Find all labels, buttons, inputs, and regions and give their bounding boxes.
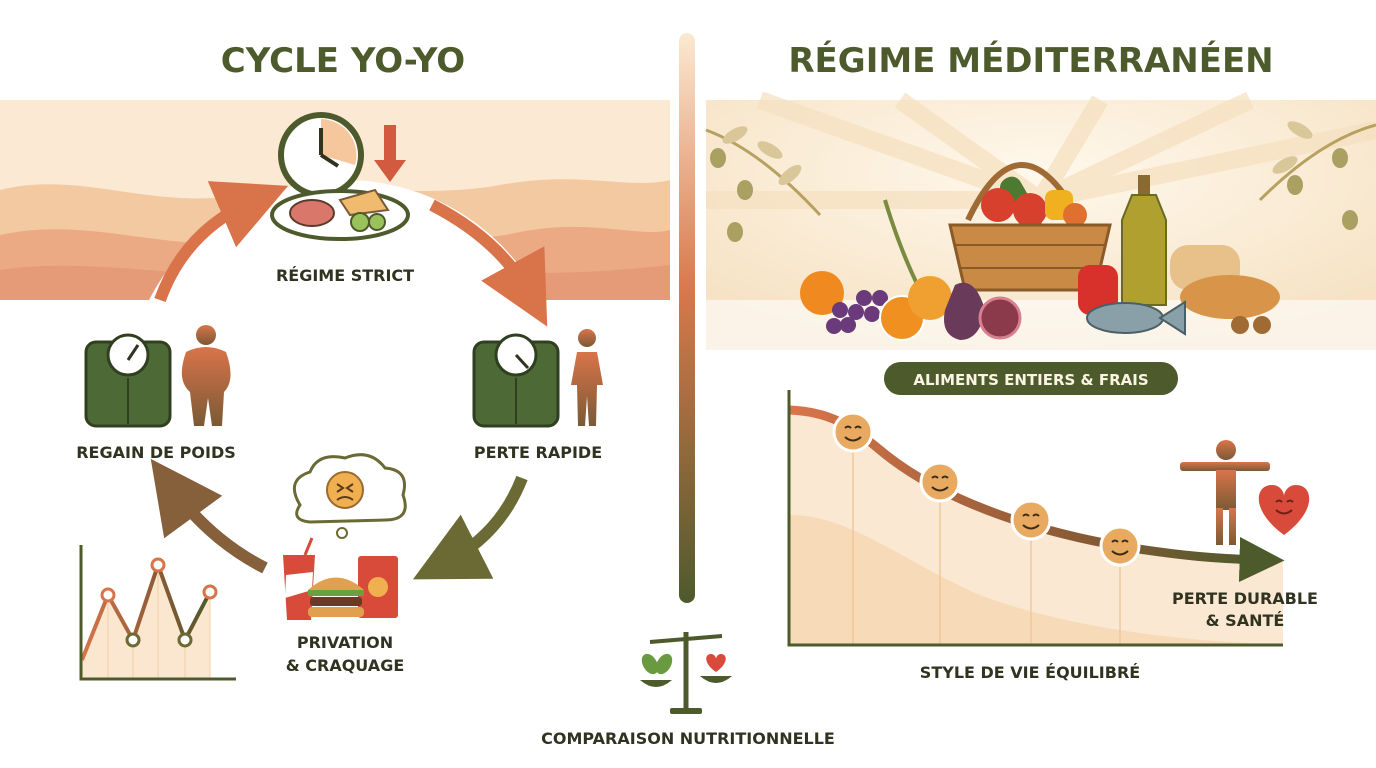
outcome-label-2: & SANTÉ (1206, 611, 1285, 630)
cycle-arrow-right-icon (429, 199, 548, 327)
happy-person-icon (1180, 440, 1270, 545)
scale-icon (84, 333, 172, 428)
olive-branch-left-icon (705, 126, 822, 242)
balance-scale-icon (640, 632, 732, 714)
heavy-person-icon (181, 325, 231, 426)
left-title: CYCLE YO-YO (221, 41, 465, 81)
outcome-label-1: PERTE DURABLE (1172, 589, 1318, 608)
scale-icon (472, 333, 560, 428)
thin-person-icon (571, 329, 603, 426)
heart-icon (1258, 485, 1310, 535)
whole-foods-pill: ALIMENTS ENTIERS & FRAIS (884, 362, 1178, 395)
thought-cloud-icon (292, 453, 407, 539)
down-arrow-icon (374, 125, 406, 182)
stage-label-privation: PRIVATION (297, 633, 393, 652)
comparison-caption: COMPARAISON NUTRITIONNELLE (541, 729, 835, 748)
cycle-arrow-up-icon (154, 181, 289, 303)
chart-axis-label: STYLE DE VIE ÉQUILIBRÉ (920, 663, 1140, 682)
food-basket-icon (948, 162, 1112, 292)
clock-icon (278, 112, 364, 198)
junk-food-icon (283, 537, 398, 620)
smiley-icon (1010, 499, 1052, 541)
stage-label-rapid-loss: PERTE RAPIDE (474, 443, 602, 462)
cycle-arrow-left-icon (150, 458, 268, 574)
divider-bar (679, 33, 695, 603)
yoyo-weight-chart (79, 545, 236, 681)
stage-label-craquage: & CRAQUAGE (286, 656, 405, 675)
stage-label-regain: REGAIN DE POIDS (76, 443, 236, 462)
stage-label-strict: RÉGIME STRICT (276, 266, 414, 285)
smiley-icon (919, 461, 961, 503)
smiley-icon (1099, 525, 1141, 567)
fish-icon (1086, 300, 1186, 336)
plate-icon (270, 188, 410, 241)
cycle-arrow-down-icon (412, 475, 528, 580)
right-title: RÉGIME MÉDITERRANÉEN (788, 40, 1273, 81)
olive-oil-bottle-icon (1121, 175, 1167, 306)
olive-branch-right-icon (1258, 121, 1376, 230)
fruits-vegetables-icon (800, 199, 1118, 341)
pill-label: ALIMENTS ENTIERS & FRAIS (913, 371, 1148, 389)
smiley-icon (832, 411, 874, 453)
bread-icon (1170, 245, 1280, 334)
